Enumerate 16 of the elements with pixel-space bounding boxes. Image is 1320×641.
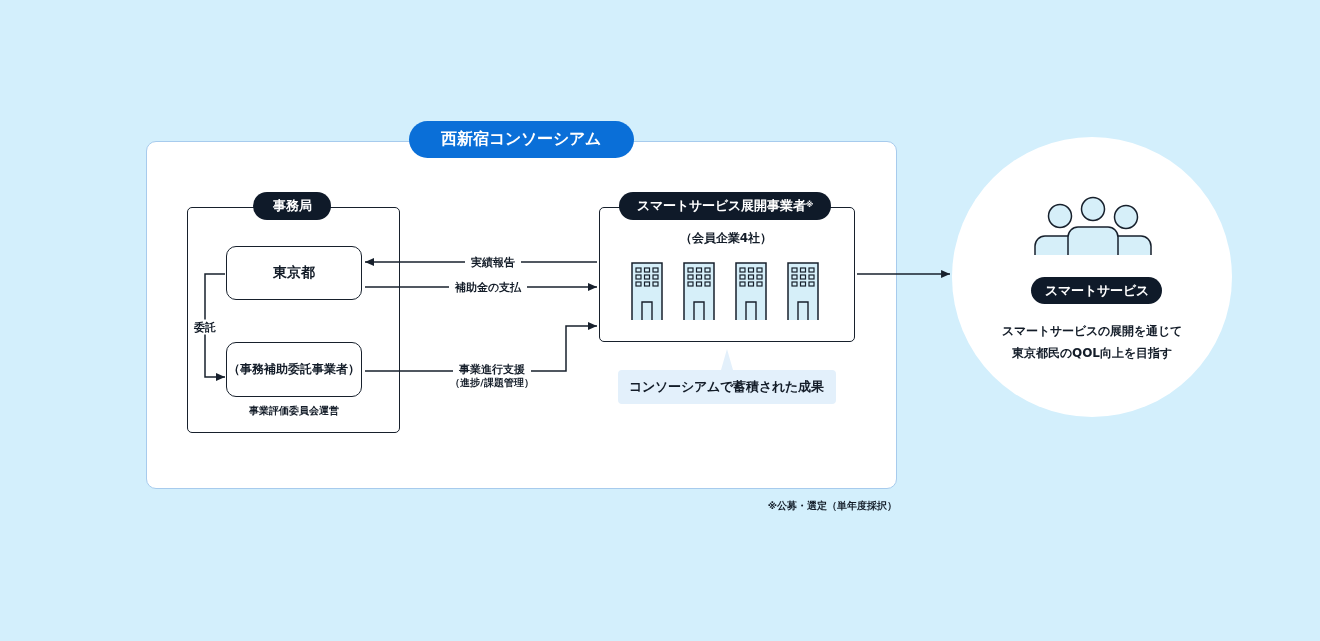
heading-pill: 事務局 — [253, 192, 331, 220]
process-box: （事務補助委託事業者） — [226, 342, 362, 397]
heading-pill: スマートサービス — [1031, 277, 1162, 304]
edge-label: 事業進行支援 — [453, 361, 531, 377]
arrow — [856, 270, 951, 278]
footnote: ※公募・選定（単年度採択） — [767, 499, 897, 513]
edge-label: 実績報告 — [465, 254, 521, 270]
description-text: スマートサービスの展開を通じて東京都民のQOL向上を目指す — [1001, 323, 1183, 362]
edge-label: 補助金の支払 — [449, 279, 527, 295]
arrow — [204, 273, 226, 381]
speech-bubble: コンソーシアムで蓄積された成果 — [617, 348, 836, 404]
process-box: 東京都 — [226, 246, 362, 300]
caption-text: 事業評価委員会運営 — [249, 403, 339, 417]
heading-pill: スマートサービス展開事業者$^{※}$ — [619, 192, 831, 220]
subtitle-text: （会員企業4社） — [679, 230, 773, 246]
heading-pill: 西新宿コンソーシアム — [408, 120, 634, 158]
